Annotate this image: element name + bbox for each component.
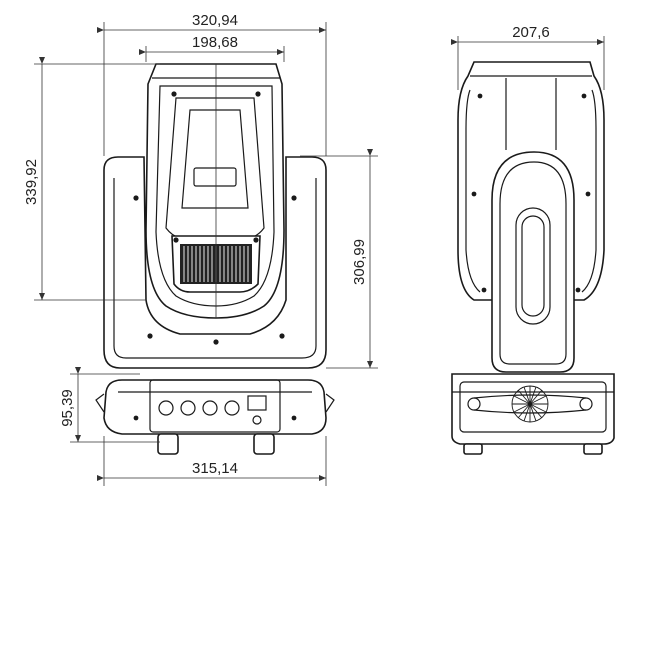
- dim-label-front-total-width: 320,94: [192, 12, 238, 29]
- front-base: [95, 379, 335, 455]
- side-yoke-arm: [491, 151, 575, 373]
- front-view: [34, 22, 378, 486]
- dim-label-front-total-height: 339,92: [23, 159, 40, 205]
- dim-label-base-height: 95,39: [59, 389, 76, 427]
- front-dimensions: [34, 22, 378, 486]
- side-view: [451, 36, 615, 455]
- dim-label-front-yoke-height: 306,99: [351, 239, 368, 285]
- side-dimensions: [451, 36, 605, 90]
- dim-label-side-width: 207,6: [512, 24, 550, 41]
- dim-label-base-width: 315,14: [192, 460, 238, 477]
- side-base: [451, 373, 615, 455]
- dim-label-front-head-width: 198,68: [192, 34, 238, 51]
- front-yoke: [103, 156, 327, 369]
- side-fan: [511, 385, 549, 423]
